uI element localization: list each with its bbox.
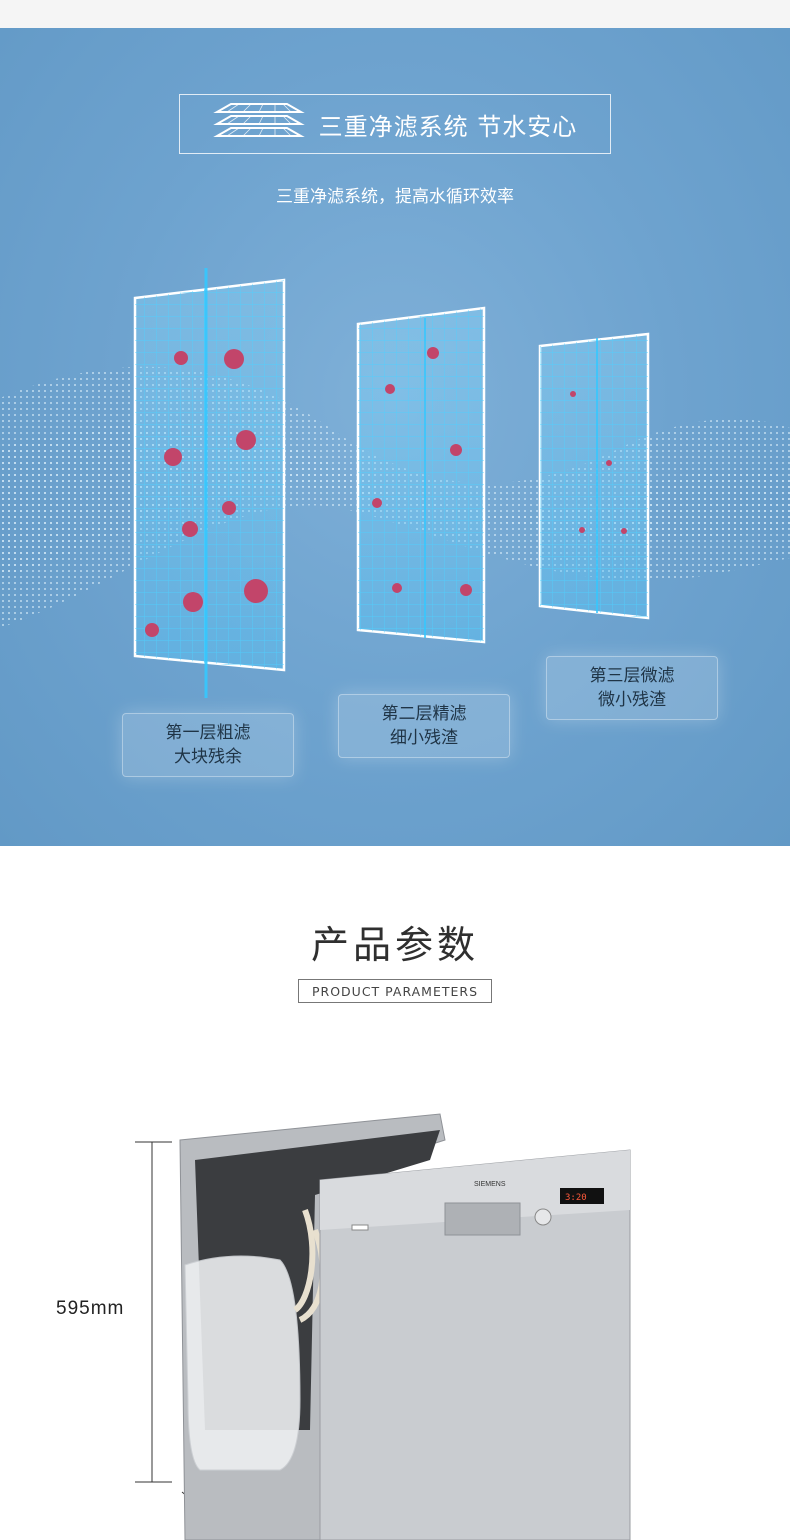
filter-caption-3: 第三层微滤 微小残渣	[546, 656, 718, 720]
params-subtitle: PRODUCT PARAMETERS	[298, 979, 492, 1003]
filtration-feature-panel: 三重净滤系统 节水安心 三重净滤系统，提高水循环效率	[0, 28, 790, 846]
filter-caption-2: 第二层精滤 细小残渣	[338, 694, 510, 758]
display-readout: 3:20	[565, 1193, 587, 1203]
feature-title: 三重净滤系统 节水安心	[318, 112, 578, 141]
feature-title-box: 三重净滤系统 节水安心	[179, 94, 611, 154]
filter-caption-1: 第一层粗滤 大块残余	[122, 713, 294, 777]
filter-caption-2-desc: 细小残渣	[390, 728, 458, 748]
filter-caption-2-title: 第二层精滤	[381, 704, 467, 724]
dishwasher-illustration: SIEMENS 3:20	[135, 1113, 631, 1540]
params-title: 产品参数	[310, 923, 479, 967]
feature-subtitle: 三重净滤系统，提高水循环效率	[276, 187, 514, 207]
filter-caption-3-title: 第三层微滤	[589, 666, 675, 686]
filter-caption-3-desc: 微小残渣	[598, 690, 666, 710]
filter-caption-1-title: 第一层粗滤	[165, 723, 251, 743]
height-dimension-label: 595mm	[56, 1298, 125, 1319]
top-strip	[0, 0, 790, 28]
filter-caption-1-desc: 大块残余	[174, 747, 242, 767]
program-dial	[534, 1208, 552, 1226]
brand-logo: SIEMENS	[474, 1181, 506, 1188]
stacked-layers-icon	[212, 98, 305, 150]
